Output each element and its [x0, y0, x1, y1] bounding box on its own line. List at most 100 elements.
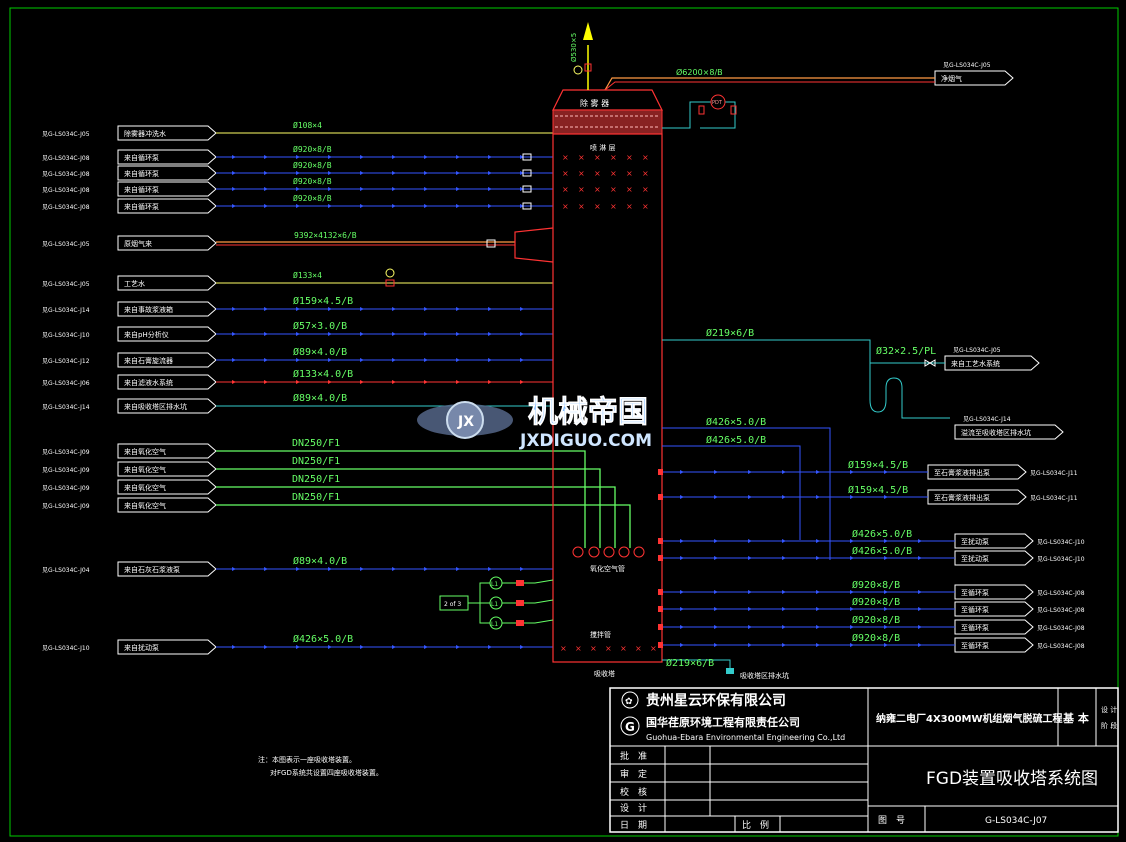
left-stream-box — [117, 198, 217, 214]
flow-arrow-icon — [232, 187, 236, 191]
flow-arrow-icon — [328, 567, 332, 571]
flow-arrow-icon — [296, 358, 300, 362]
left-stream-pipe-label: DN250/F1 — [292, 474, 340, 485]
flow-arrow-icon — [488, 171, 492, 175]
left-stream-box — [117, 235, 217, 251]
flow-arrow-icon — [520, 155, 524, 159]
right-stream-box — [944, 355, 1040, 371]
flow-arrow-icon — [456, 380, 460, 384]
watermark-cn: 机械帝国 — [528, 395, 648, 430]
left-stream-ref: 见G-LS034C-J08 — [42, 171, 90, 178]
oxidation-label: 氧化空气管 — [590, 564, 625, 573]
flow-arrow-icon — [296, 332, 300, 336]
flow-arrow-icon — [680, 470, 684, 474]
right-stream-ref: 见G-LS034C-J11 — [1030, 470, 1078, 477]
spray-nozzle-icon: × — [594, 185, 601, 194]
left-stream-pipe — [216, 486, 616, 548]
flow-arrow-icon — [520, 171, 524, 175]
right-stream-label: 至石膏浆液排出泵 — [934, 468, 990, 477]
spray-nozzle-icon: × — [562, 185, 569, 194]
flow-arrow-icon — [520, 358, 524, 362]
flow-arrow-icon — [488, 380, 492, 384]
spray-nozzle-icon: × — [610, 153, 617, 162]
drain-label: 吸收塔区排水坑 — [740, 671, 789, 680]
company-name-en: Guohua-Ebara Environmental Engineering C… — [646, 733, 845, 742]
flow-arrow-icon — [680, 539, 684, 543]
flow-arrow-icon — [884, 470, 888, 474]
right-stream-ref: 见G-LS034C-J08 — [1037, 643, 1085, 650]
right-stream-box — [927, 464, 1027, 480]
flow-arrow-icon — [328, 307, 332, 311]
right-stream-ref: 见G-LS034C-J10 — [1037, 539, 1085, 546]
flow-arrow-icon — [392, 171, 396, 175]
left-stream-label: 来自pH分析仪 — [124, 330, 169, 339]
flow-arrow-icon — [918, 539, 922, 543]
valve-group-label: 2 of 3 — [444, 601, 461, 608]
spray-layer-label: 喷 淋 层 — [590, 143, 615, 152]
left-stream-pipe-label: DN250/F1 — [292, 438, 340, 449]
left-stream-ref: 见G-LS034C-J08 — [42, 155, 90, 162]
flow-arrow-icon — [850, 590, 854, 594]
nozzle-icon — [658, 642, 663, 648]
flow-arrow-icon — [714, 539, 718, 543]
right-stream-box — [954, 533, 1034, 549]
flow-arrow-icon — [456, 171, 460, 175]
left-stream-box — [117, 443, 217, 459]
flow-arrow-icon — [884, 556, 888, 560]
flow-arrow-icon — [714, 625, 718, 629]
flow-arrow-icon — [748, 590, 752, 594]
bottom-nozzle-icon: × — [575, 644, 582, 653]
drawing-no-label: 图 号 — [878, 815, 905, 826]
title-block: ✿ G 贵州星云环保有限公司 国华荏原环境工程有限责任公司 Guohua-Eba… — [609, 687, 1119, 833]
flow-arrow-icon — [488, 358, 492, 362]
flow-arrow-icon — [520, 645, 524, 649]
left-stream-pipe-label: Ø89×4.0/B — [293, 346, 347, 358]
left-stream-label: 工艺水 — [124, 279, 145, 288]
spray-nozzle-icon: × — [594, 169, 601, 178]
left-stream-pipe-label: DN250/F1 — [292, 456, 340, 467]
left-stream-box — [117, 301, 217, 317]
right-streams-group: 净烟气见G-LS034C-J05来自工艺水系统见G-LS034C-J05Ø32×… — [658, 62, 1085, 653]
flow-arrow-icon — [264, 358, 268, 362]
right-stream-label: 溢流至吸收塔区排水坑 — [961, 428, 1031, 437]
flow-arrow-icon — [392, 155, 396, 159]
left-stream-ref: 见G-LS034C-J12 — [42, 358, 90, 365]
nozzle-icon — [658, 624, 663, 630]
spray-nozzle-icon: × — [626, 202, 633, 211]
left-stream-label: 来自循环泵 — [124, 153, 159, 162]
right-stream-label: 至循环泵 — [961, 641, 989, 650]
left-stream-ref: 见G-LS034C-J04 — [42, 567, 90, 574]
top-pipe-label: Ø6200×8/B — [676, 67, 723, 77]
row-check: 校 核 — [620, 786, 647, 798]
right-stream-box — [954, 550, 1034, 566]
flow-arrow-icon — [392, 567, 396, 571]
left-stream-pipe-label: DN250/F1 — [292, 492, 340, 503]
flow-arrow-icon — [424, 645, 428, 649]
upper-pipe-a-label: Ø426×5.0/B — [706, 416, 766, 428]
flow-arrow-icon — [360, 155, 364, 159]
oxidation-ring-icon — [588, 546, 600, 558]
flow-arrow-icon — [520, 187, 524, 191]
flow-arrow-icon — [918, 643, 922, 647]
valve-l1-label: L1 — [491, 581, 498, 588]
right-stream-label: 至扰动泵 — [961, 537, 989, 546]
left-stream-pipe-label: Ø920×8/B — [293, 160, 332, 170]
right-stream-pipe-label: Ø32×2.5/PL — [876, 345, 936, 357]
flow-arrow-icon — [264, 187, 268, 191]
left-stream-pipe — [216, 450, 586, 548]
flow-meter-icon — [385, 268, 395, 278]
row-approve: 批 准 — [620, 750, 647, 762]
bottom-nozzle-icon: × — [605, 644, 612, 653]
duct-damper-icon — [486, 239, 496, 248]
flow-arrow-icon — [816, 495, 820, 499]
flow-arrow-icon — [392, 307, 396, 311]
spray-nozzle-icon: × — [626, 169, 633, 178]
flow-arrow-icon — [360, 645, 364, 649]
nozzle-icon — [658, 589, 663, 595]
flow-arrow-icon — [296, 567, 300, 571]
right-stream-ref: 见G-LS034C-J05 — [953, 347, 1001, 354]
flow-arrow-icon — [264, 380, 268, 384]
flow-arrow-icon — [918, 556, 922, 560]
left-stream-box — [117, 326, 217, 342]
